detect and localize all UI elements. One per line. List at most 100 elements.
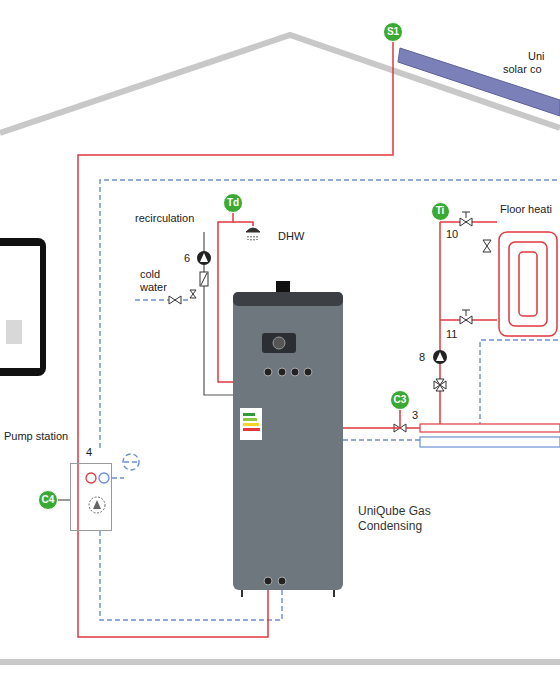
sensor-badge: C3 bbox=[390, 390, 410, 410]
floor-coil bbox=[509, 242, 547, 326]
energy-bar bbox=[243, 418, 257, 421]
pipe-label: cold water bbox=[140, 268, 176, 294]
cold-water-pipe bbox=[135, 299, 190, 300]
sensor-badge: S1 bbox=[383, 22, 403, 42]
pump-station-box: Pump station bbox=[70, 463, 112, 531]
pump-station-body bbox=[70, 463, 112, 531]
control-knob bbox=[273, 337, 285, 349]
callout-number: 10 bbox=[446, 228, 458, 241]
circuit-label: Floor heati bbox=[500, 203, 552, 216]
expansion-vessel bbox=[124, 461, 138, 462]
floor-coil bbox=[519, 252, 537, 316]
pipe-connector bbox=[78, 42, 393, 463]
tank-fitting bbox=[264, 577, 272, 585]
valve-symbol bbox=[483, 240, 491, 252]
callout-number: 3 bbox=[412, 409, 418, 422]
blue-return-pipes bbox=[100, 180, 560, 620]
sensor-badge: Ti bbox=[431, 202, 450, 221]
sensor-name: S1 bbox=[387, 27, 399, 37]
return-port bbox=[99, 473, 109, 483]
solar-pipe bbox=[77, 463, 79, 531]
flow-port bbox=[86, 473, 96, 483]
sensor-lead bbox=[57, 499, 70, 500]
boiler-tank: UniQube Gas Condensing bbox=[233, 292, 343, 590]
tank-body bbox=[233, 292, 343, 590]
roof-line bbox=[0, 35, 560, 133]
check-valve bbox=[201, 273, 207, 285]
sensor-badge: C4 bbox=[38, 490, 58, 510]
check-valve bbox=[200, 272, 208, 286]
pump-symbol bbox=[93, 500, 101, 509]
callout-number: 6 bbox=[184, 252, 190, 265]
valve-symbol bbox=[460, 218, 472, 226]
pipe-label: recirculation bbox=[135, 212, 194, 225]
sensor-badge: Td bbox=[223, 193, 243, 213]
energy-label bbox=[240, 408, 262, 440]
supply-manifold bbox=[420, 424, 560, 432]
floor-coil bbox=[499, 232, 557, 336]
pipe-connector bbox=[343, 410, 400, 428]
tablet-frame bbox=[0, 238, 46, 376]
return-pipe bbox=[343, 439, 420, 440]
pump-symbol bbox=[433, 350, 447, 364]
tank-fitting bbox=[304, 368, 312, 376]
mixing-valve bbox=[434, 381, 446, 389]
floor-line bbox=[0, 659, 560, 665]
safety-valve bbox=[190, 290, 196, 298]
control-panel bbox=[262, 333, 296, 353]
pump-station-fill bbox=[70, 463, 112, 531]
sensor-name: C4 bbox=[42, 495, 55, 505]
callout-number: 8 bbox=[419, 351, 425, 364]
callout-number: 11 bbox=[446, 328, 457, 341]
valve-symbol bbox=[169, 296, 181, 304]
shower-head bbox=[246, 228, 260, 242]
pump-symbol bbox=[200, 253, 208, 262]
solar-collector bbox=[398, 48, 560, 116]
expansion-vessel bbox=[123, 454, 139, 470]
tank-cap bbox=[233, 292, 343, 306]
callout-number: 4 bbox=[86, 446, 92, 459]
manifold bbox=[420, 424, 560, 447]
outlet-label: DHW bbox=[278, 230, 304, 243]
tank-fitting bbox=[291, 368, 299, 376]
tank-fitting bbox=[278, 368, 286, 376]
product-name: Uni bbox=[528, 50, 545, 63]
energy-bar bbox=[243, 423, 259, 426]
shower-spray bbox=[248, 236, 257, 242]
tank bbox=[233, 281, 343, 597]
tank-feet bbox=[242, 590, 334, 597]
pump-symbol bbox=[197, 251, 211, 265]
return-manifold bbox=[420, 437, 560, 447]
pipe-connector bbox=[218, 213, 233, 382]
tablet bbox=[0, 238, 46, 376]
valve-symbol bbox=[460, 316, 472, 324]
valve-handle bbox=[462, 310, 470, 316]
node-title: UniQube Gas Condensing bbox=[358, 504, 468, 534]
return-pipe bbox=[480, 340, 558, 424]
dhw-pipe bbox=[233, 222, 253, 226]
house-outline bbox=[0, 35, 560, 662]
tank-fitting bbox=[278, 577, 286, 585]
flow-pipe bbox=[439, 222, 441, 424]
product-name: solar co bbox=[503, 63, 542, 76]
pipe-connector bbox=[78, 531, 268, 637]
energy-bar bbox=[243, 428, 260, 431]
tablet-icon bbox=[6, 320, 22, 344]
pump-symbol bbox=[436, 352, 444, 361]
energy-bar bbox=[243, 413, 255, 416]
solar-pipe bbox=[77, 463, 79, 531]
pump-symbol bbox=[89, 497, 105, 513]
valve-handle bbox=[462, 212, 470, 218]
tank-fitting bbox=[264, 368, 272, 376]
tablet-screen bbox=[0, 246, 40, 368]
node-title: Pump station bbox=[4, 430, 68, 442]
shower-head bbox=[246, 228, 260, 232]
sensor-name: C3 bbox=[394, 395, 407, 405]
sensor-name: Ti bbox=[436, 206, 445, 216]
vessel-pipe bbox=[112, 477, 124, 478]
sensor-name: Td bbox=[227, 198, 239, 208]
